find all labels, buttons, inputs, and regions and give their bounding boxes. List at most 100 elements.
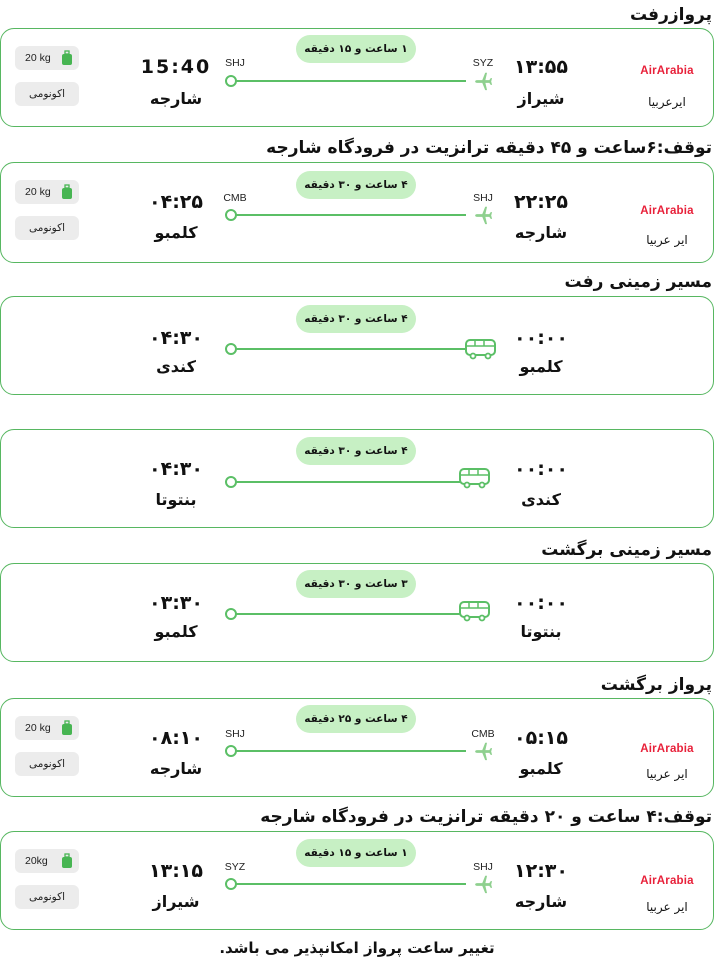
departure-city: کلمبو: [519, 357, 563, 376]
baggage-chip: 20 kg: [15, 46, 79, 70]
duration-badge: ۴ ساعت و ۳۰ دقیقه: [296, 171, 416, 199]
baggage-allowance: 20 kg: [25, 186, 51, 198]
arrival-time: ۰۳:۳۰: [149, 592, 203, 614]
departure-city: شارجه: [514, 892, 568, 911]
arrival-city: شیراز: [152, 892, 200, 911]
heading-outbound-layover: توقف:۶ساعت و ۴۵ دقیقه ترانزیت در فرودگاه…: [266, 138, 712, 158]
route-line: [236, 80, 466, 82]
arrival-time: ۰۸:۱۰: [149, 727, 203, 749]
bus-icon: [459, 601, 490, 622]
arrival-time: ۰۴:۲۵: [149, 191, 203, 213]
departure-time: ۲۲:۲۵: [514, 191, 568, 213]
airline-name: ایرعربیا: [648, 95, 686, 109]
cabin-class-chip: اکونومی: [15, 216, 79, 240]
route-line: [236, 613, 466, 615]
route-line: [236, 214, 466, 216]
airplane-icon: [475, 72, 493, 91]
heading-return-ground: مسیر زمینی برگشت: [541, 540, 712, 560]
origin-dot-icon: [225, 745, 237, 757]
arrival-city: بنتوتا: [155, 490, 197, 509]
duration-badge: ۱ ساعت و ۱۵ دقیقه: [296, 839, 416, 867]
duration-badge: ۴ ساعت و ۳۰ دقیقه: [296, 305, 416, 333]
origin-dot-icon: [225, 209, 237, 221]
cabin-class-chip: اکونومی: [15, 752, 79, 776]
departure-city: شارجه: [514, 223, 568, 242]
bus-icon: [465, 339, 496, 360]
heading-outbound-ground: مسیر زمینی رفت: [564, 272, 712, 292]
airplane-icon: [475, 206, 493, 225]
airline-logo: AirArabia: [640, 875, 694, 887]
departure-time: ۱۳:۵۵: [514, 56, 568, 78]
arrival-city: کلمبو: [154, 622, 198, 641]
ground-card-2[interactable]: ۰۰:۰۰ کندی ۰۴:۳۰ بنتوتا ۴ ساعت و ۳۰ دقیق…: [0, 429, 714, 528]
origin-dot-icon: [225, 878, 237, 890]
departure-time: ۰۵:۱۵: [514, 727, 568, 749]
airline-logo: AirArabia: [640, 205, 694, 217]
heading-return-layover: توقف:۴ ساعت و ۲۰ دقیقه ترانزیت در فرودگا…: [260, 807, 712, 827]
origin-dot-icon: [225, 343, 237, 355]
baggage-allowance: 20 kg: [25, 52, 51, 64]
airplane-icon: [475, 742, 493, 761]
arrival-time: 15:40: [140, 56, 212, 78]
bus-icon: [459, 468, 490, 489]
baggage-chip: 20kg: [15, 849, 79, 873]
arrival-code: SYZ: [224, 861, 246, 873]
arrival-city: شارجه: [149, 89, 203, 108]
arrival-time: ۰۴:۳۰: [149, 327, 203, 349]
ground-card-1[interactable]: ۰۰:۰۰ کلمبو ۰۴:۳۰ کندی ۴ ساعت و ۳۰ دقیقه: [0, 296, 714, 395]
cabin-class-chip: اکونومی: [15, 885, 79, 909]
luggage-icon: [62, 853, 72, 868]
arrival-city: کلمبو: [154, 223, 198, 242]
route-line: [236, 348, 466, 350]
heading-outbound-flight: پروازرفت: [629, 5, 712, 25]
duration-badge: ۳ ساعت و ۳۰ دقیقه: [296, 570, 416, 598]
flight-card-2[interactable]: AirArabia ایر عربیا ۲۲:۲۵ شارجه ۰۴:۲۵ کل…: [0, 162, 714, 263]
cabin-class-chip: اکونومی: [15, 82, 79, 106]
arrival-time: ۰۴:۳۰: [149, 458, 203, 480]
departure-code: SHJ: [473, 192, 493, 204]
departure-city: کلمبو: [519, 759, 563, 778]
luggage-icon: [62, 184, 72, 199]
departure-code: SHJ: [473, 861, 493, 873]
arrival-code: SHJ: [225, 728, 245, 740]
departure-time: ۰۰:۰۰: [514, 592, 568, 614]
baggage-chip: 20 kg: [15, 716, 79, 740]
route-line: [236, 481, 466, 483]
airline-logo: AirArabia: [640, 65, 694, 77]
flight-card-4[interactable]: AirArabia ایر عربیا ۱۲:۳۰ شارجه ۱۳:۱۵ شی…: [0, 831, 714, 930]
arrival-city: شارجه: [149, 759, 203, 778]
airplane-icon: [475, 875, 493, 894]
departure-time: ۰۰:۰۰: [514, 458, 568, 480]
airline-name: ایر عربیا: [646, 767, 688, 781]
departure-city: بنتوتا: [520, 622, 562, 641]
departure-time: ۱۲:۳۰: [514, 860, 568, 882]
ground-card-3[interactable]: ۰۰:۰۰ بنتوتا ۰۳:۳۰ کلمبو ۳ ساعت و ۳۰ دقی…: [0, 563, 714, 662]
departure-city: شیراز: [517, 89, 565, 108]
arrival-time: ۱۳:۱۵: [149, 860, 203, 882]
origin-dot-icon: [225, 75, 237, 87]
luggage-icon: [62, 720, 72, 735]
schedule-change-note: تغییر ساعت پرواز امکانپذیر می باشد.: [219, 939, 495, 957]
route-line: [236, 883, 466, 885]
departure-code: CMB: [471, 728, 495, 740]
duration-badge: ۱ ساعت و ۱۵ دقیقه: [296, 35, 416, 63]
baggage-chip: 20 kg: [15, 180, 79, 204]
flight-card-1[interactable]: AirArabia ایرعربیا ۱۳:۵۵ شیراز 15:40 شار…: [0, 28, 714, 127]
flight-card-3[interactable]: AirArabia ایر عربیا ۰۵:۱۵ کلمبو ۰۸:۱۰ شا…: [0, 698, 714, 797]
arrival-code: CMB: [223, 192, 247, 204]
route-line: [236, 750, 466, 752]
airline-name: ایر عربیا: [646, 900, 688, 914]
duration-badge: ۴ ساعت و ۲۵ دقیقه: [296, 705, 416, 733]
luggage-icon: [62, 50, 72, 65]
baggage-allowance: 20 kg: [25, 722, 51, 734]
departure-city: کندی: [521, 490, 561, 509]
duration-badge: ۴ ساعت و ۳۰ دقیقه: [296, 437, 416, 465]
airline-name: ایر عربیا: [646, 233, 688, 247]
airline-logo: AirArabia: [640, 743, 694, 755]
arrival-code: SHJ: [225, 57, 245, 69]
origin-dot-icon: [225, 476, 237, 488]
baggage-allowance: 20kg: [25, 855, 48, 867]
departure-time: ۰۰:۰۰: [514, 327, 568, 349]
arrival-city: کندی: [156, 357, 196, 376]
departure-code: SYZ: [472, 57, 494, 69]
